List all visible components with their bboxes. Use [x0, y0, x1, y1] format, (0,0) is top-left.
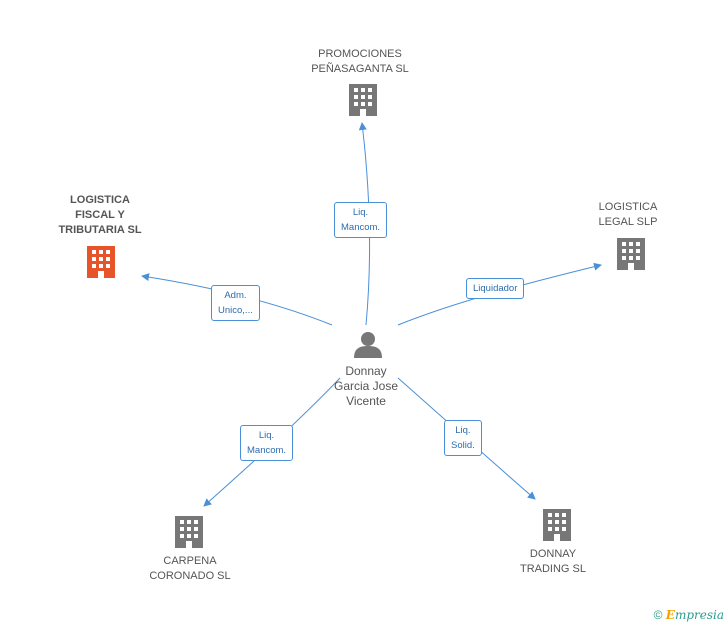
- edge-label-logistica-fiscal: Adm. Unico,...: [211, 285, 260, 321]
- node-label-donnay-trading[interactable]: DONNAY TRADING SL: [519, 548, 586, 575]
- empresia-watermark: © Empresia: [654, 608, 724, 622]
- building-icon: [87, 246, 115, 278]
- building-icon: [175, 516, 203, 548]
- node-label-center-person[interactable]: Donnay Garcia Jose Vicente: [333, 364, 399, 408]
- edge-label-logistica-legal: Liquidador: [466, 278, 525, 299]
- node-label-logistica-fiscal[interactable]: LOGISTICA FISCAL Y TRIBUTARIA SL: [58, 194, 142, 236]
- building-icon: [543, 509, 571, 541]
- node-label-carpena[interactable]: CARPENA CORONADO SL: [149, 555, 231, 582]
- edge-label-donnay-trading: Liq. Solid.: [444, 420, 482, 456]
- edge-label-carpena: Liq. Mancom.: [240, 425, 294, 461]
- brand-name: mpresia: [674, 608, 724, 622]
- building-icon: [617, 238, 645, 270]
- node-label-logistica-legal[interactable]: LOGISTICA LEGAL SLP: [598, 201, 658, 228]
- copyright-symbol: ©: [653, 608, 663, 622]
- brand-initial: E: [665, 608, 675, 622]
- person-icon: [354, 332, 382, 358]
- node-label-promociones[interactable]: PROMOCIONES PEÑASAGANTA SL: [311, 48, 409, 75]
- edge-label-promociones: Liq. Mancom.: [334, 202, 388, 238]
- building-icon: [349, 84, 377, 116]
